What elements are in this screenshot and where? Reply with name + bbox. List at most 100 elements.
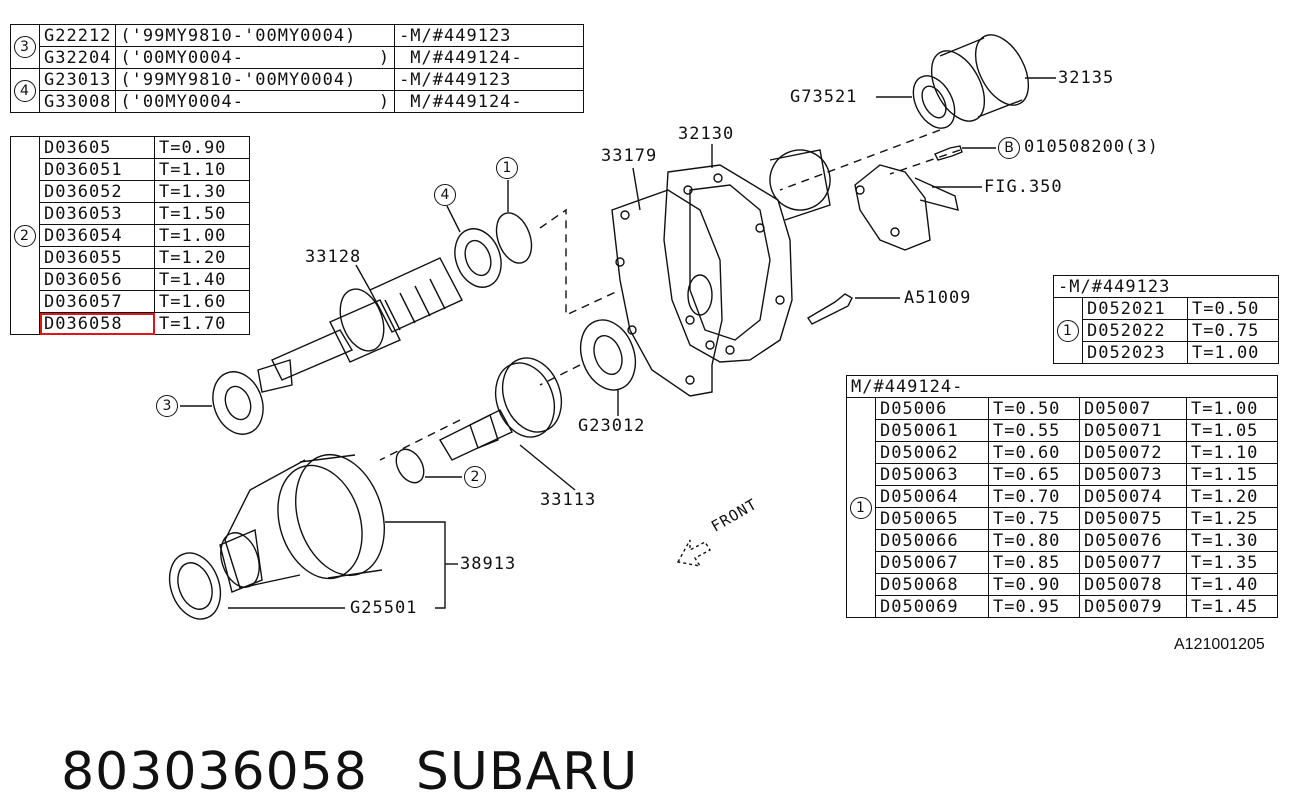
part-code[interactable]: D036055 xyxy=(39,246,155,269)
part-code[interactable]: D036052 xyxy=(39,180,155,203)
group-cell: 3 xyxy=(10,24,40,69)
group-cell: 1 xyxy=(846,397,876,618)
part-code[interactable]: D050077 xyxy=(1079,551,1187,574)
thickness: T=0.75 xyxy=(1187,319,1279,342)
part-code[interactable]: D050069 xyxy=(875,595,989,618)
label-a51009[interactable]: A51009 xyxy=(904,288,972,308)
thickness: T=1.30 xyxy=(154,180,250,203)
thickness: T=0.50 xyxy=(988,397,1080,420)
part-code[interactable]: D050071 xyxy=(1079,419,1187,442)
thickness: T=1.00 xyxy=(154,224,250,247)
part-code[interactable]: D036053 xyxy=(39,202,155,225)
callout-circle: 2 xyxy=(14,224,36,247)
serial-range: M/#449124- xyxy=(394,46,585,69)
thickness: T=0.85 xyxy=(988,551,1080,574)
label-g73521[interactable]: G73521 xyxy=(790,87,858,107)
part-code[interactable]: D05007 xyxy=(1079,397,1187,420)
part-code[interactable]: D050076 xyxy=(1079,529,1187,552)
part-code[interactable]: D036057 xyxy=(39,290,155,313)
thickness: T=1.00 xyxy=(1187,341,1279,364)
part-code[interactable]: D050067 xyxy=(875,551,989,574)
label-33113[interactable]: 33113 xyxy=(540,490,597,510)
part-code[interactable]: D052021 xyxy=(1082,297,1188,320)
callout-3[interactable]: 3 xyxy=(156,395,178,417)
thickness: T=0.90 xyxy=(154,136,250,159)
group-cell: 2 xyxy=(10,136,40,335)
part-code[interactable]: G32204 xyxy=(38,46,117,69)
thickness: T=1.15 xyxy=(1186,463,1278,486)
thickness: T=0.50 xyxy=(1187,297,1279,320)
thickness: T=0.65 xyxy=(988,463,1080,486)
thickness: T=1.60 xyxy=(154,290,250,313)
part-code[interactable]: D03605 xyxy=(39,136,155,159)
part-code[interactable]: D052022 xyxy=(1082,319,1188,342)
b-circle-icon: B xyxy=(998,137,1020,159)
part-code[interactable]: D050072 xyxy=(1079,441,1187,464)
part-code[interactable]: D05006 xyxy=(875,397,989,420)
part-oring-2 xyxy=(395,448,425,484)
table-row: 4 G23013 ('99MY9810-'00MY0004) -M/#44912… xyxy=(10,68,585,113)
part-code[interactable]: D036051 xyxy=(39,158,155,181)
part-code[interactable]: D050065 xyxy=(875,507,989,530)
part-code[interactable]: D050078 xyxy=(1079,573,1187,596)
part-code[interactable]: D050068 xyxy=(875,573,989,596)
part-code[interactable]: D050063 xyxy=(875,463,989,486)
part-code[interactable]: D050079 xyxy=(1079,595,1187,618)
callout-1[interactable]: 1 xyxy=(496,157,518,179)
part-code[interactable]: G23013 xyxy=(38,68,117,91)
part-33128-shaft xyxy=(257,257,463,393)
table-row: 1 D05006 T=0.50 D05007 T=1.00 xyxy=(846,397,1278,618)
label-33128[interactable]: 33128 xyxy=(305,247,362,267)
label-fig350[interactable]: FIG.350 xyxy=(984,177,1063,197)
label-g23012[interactable]: G23012 xyxy=(578,416,646,436)
thickness: T=1.05 xyxy=(1186,419,1278,442)
part-code[interactable]: D050075 xyxy=(1079,507,1187,530)
label-38913[interactable]: 38913 xyxy=(460,554,517,574)
label-33179[interactable]: 33179 xyxy=(601,146,658,166)
part-code-highlighted[interactable]: D036058 xyxy=(39,312,155,335)
label-32135[interactable]: 32135 xyxy=(1058,68,1115,88)
table-row: 2 D03605 T=0.90 xyxy=(10,136,250,335)
part-code[interactable]: D050074 xyxy=(1079,485,1187,508)
part-code[interactable]: G22212 xyxy=(38,24,117,47)
part-code[interactable]: D050066 xyxy=(875,529,989,552)
callout-circle: 2 xyxy=(464,466,486,488)
thickness: T=1.70 xyxy=(154,312,250,335)
thickness: T=1.30 xyxy=(1186,529,1278,552)
part-code[interactable]: D050061 xyxy=(875,419,989,442)
thickness: T=0.75 xyxy=(988,507,1080,530)
part-code[interactable]: D050062 xyxy=(875,441,989,464)
callout-2[interactable]: 2 xyxy=(464,466,486,488)
part-fig350-bracket xyxy=(854,164,959,251)
callout-4[interactable]: 4 xyxy=(434,184,456,206)
thickness: T=0.90 xyxy=(988,573,1080,596)
part-code[interactable]: D036054 xyxy=(39,224,155,247)
thickness: T=1.35 xyxy=(1186,551,1278,574)
part-code[interactable]: D050073 xyxy=(1079,463,1187,486)
label-32130[interactable]: 32130 xyxy=(678,124,735,144)
page: { "table_bearing": { "rows": [ {"group":… xyxy=(10,24,1279,802)
label-bolt-010508200[interactable]: 010508200(3) xyxy=(1024,137,1159,157)
part-code[interactable]: D036056 xyxy=(39,268,155,291)
part-code[interactable]: D050064 xyxy=(875,485,989,508)
brand-name: SUBARU xyxy=(415,742,639,802)
group-cell: 1 xyxy=(1053,297,1083,364)
part-code[interactable]: G33008 xyxy=(38,90,117,113)
part-code[interactable]: D052023 xyxy=(1082,341,1188,364)
part-number: 803036058 xyxy=(61,742,368,802)
table-row: 3 G22212 ('99MY9810-'00MY0004) -M/#44912… xyxy=(10,24,585,69)
label-g25501[interactable]: G25501 xyxy=(350,598,418,618)
callout-circle: 1 xyxy=(850,496,872,519)
callout-circle: 1 xyxy=(1057,319,1079,342)
